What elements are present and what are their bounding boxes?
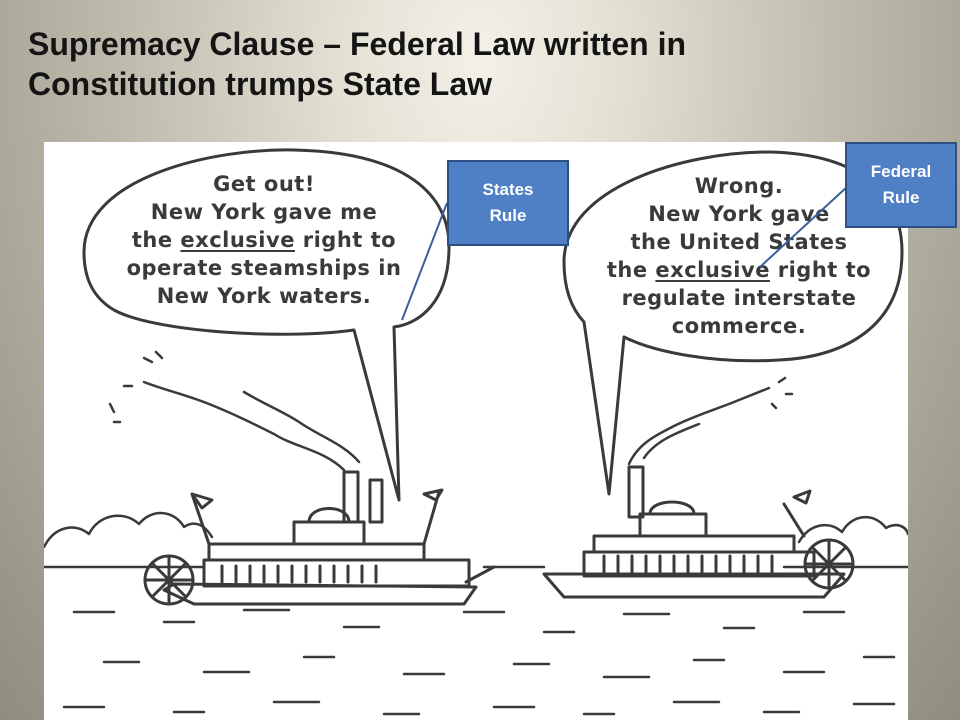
left-bubble-line-3: the exclusive right to: [131, 228, 397, 252]
right-bubble-line-3: the United States: [630, 230, 848, 254]
right-bubble-line-2: New York gave: [648, 202, 830, 226]
right-smoke: [627, 376, 794, 466]
left-bubble-line-1: Get out!: [213, 172, 315, 196]
left-bubble-exclusive: exclusive: [180, 228, 295, 252]
cartoon-drawing: [44, 148, 908, 716]
states-rule-callout: States Rule: [447, 160, 569, 246]
left-bubble-line-2: New York gave me: [150, 200, 378, 224]
right-steamboat: [542, 465, 855, 599]
states-rule-line-1: States: [482, 180, 534, 199]
states-rule-line-2: Rule: [489, 206, 527, 225]
right-bubble-line-1: Wrong.: [694, 174, 784, 198]
left-bubble-text: Get out! New York gave me the exclusive …: [114, 170, 414, 310]
slide-title-line-2: Constitution trumps State Law: [28, 66, 492, 102]
right-speech-bubble: [562, 150, 904, 496]
right-foliage: [797, 516, 908, 544]
left-foliage: [44, 511, 214, 549]
left-smoke: [108, 350, 361, 472]
right-bubble-line-6: commerce.: [671, 314, 807, 338]
right-bubble-line-5: regulate interstate: [621, 286, 857, 310]
right-bubble-line-4: the exclusive right to: [606, 258, 872, 282]
left-steamboat: [143, 470, 496, 606]
water-ripples: [62, 608, 896, 716]
right-bubble-text: Wrong. New York gave the United States t…: [589, 172, 889, 340]
federal-rule-line-1: Federal: [870, 162, 932, 181]
right-bubble-exclusive: exclusive: [655, 258, 770, 282]
slide-title: Supremacy Clause – Federal Law written i…: [28, 24, 928, 104]
federal-rule-callout: Federal Rule: [845, 142, 957, 228]
left-bubble-line-4: operate steamships in: [126, 256, 402, 280]
federal-rule-line-2: Rule: [882, 188, 920, 207]
left-bubble-line-5: New York waters.: [156, 284, 372, 308]
slide-title-line-1: Supremacy Clause – Federal Law written i…: [28, 26, 686, 62]
